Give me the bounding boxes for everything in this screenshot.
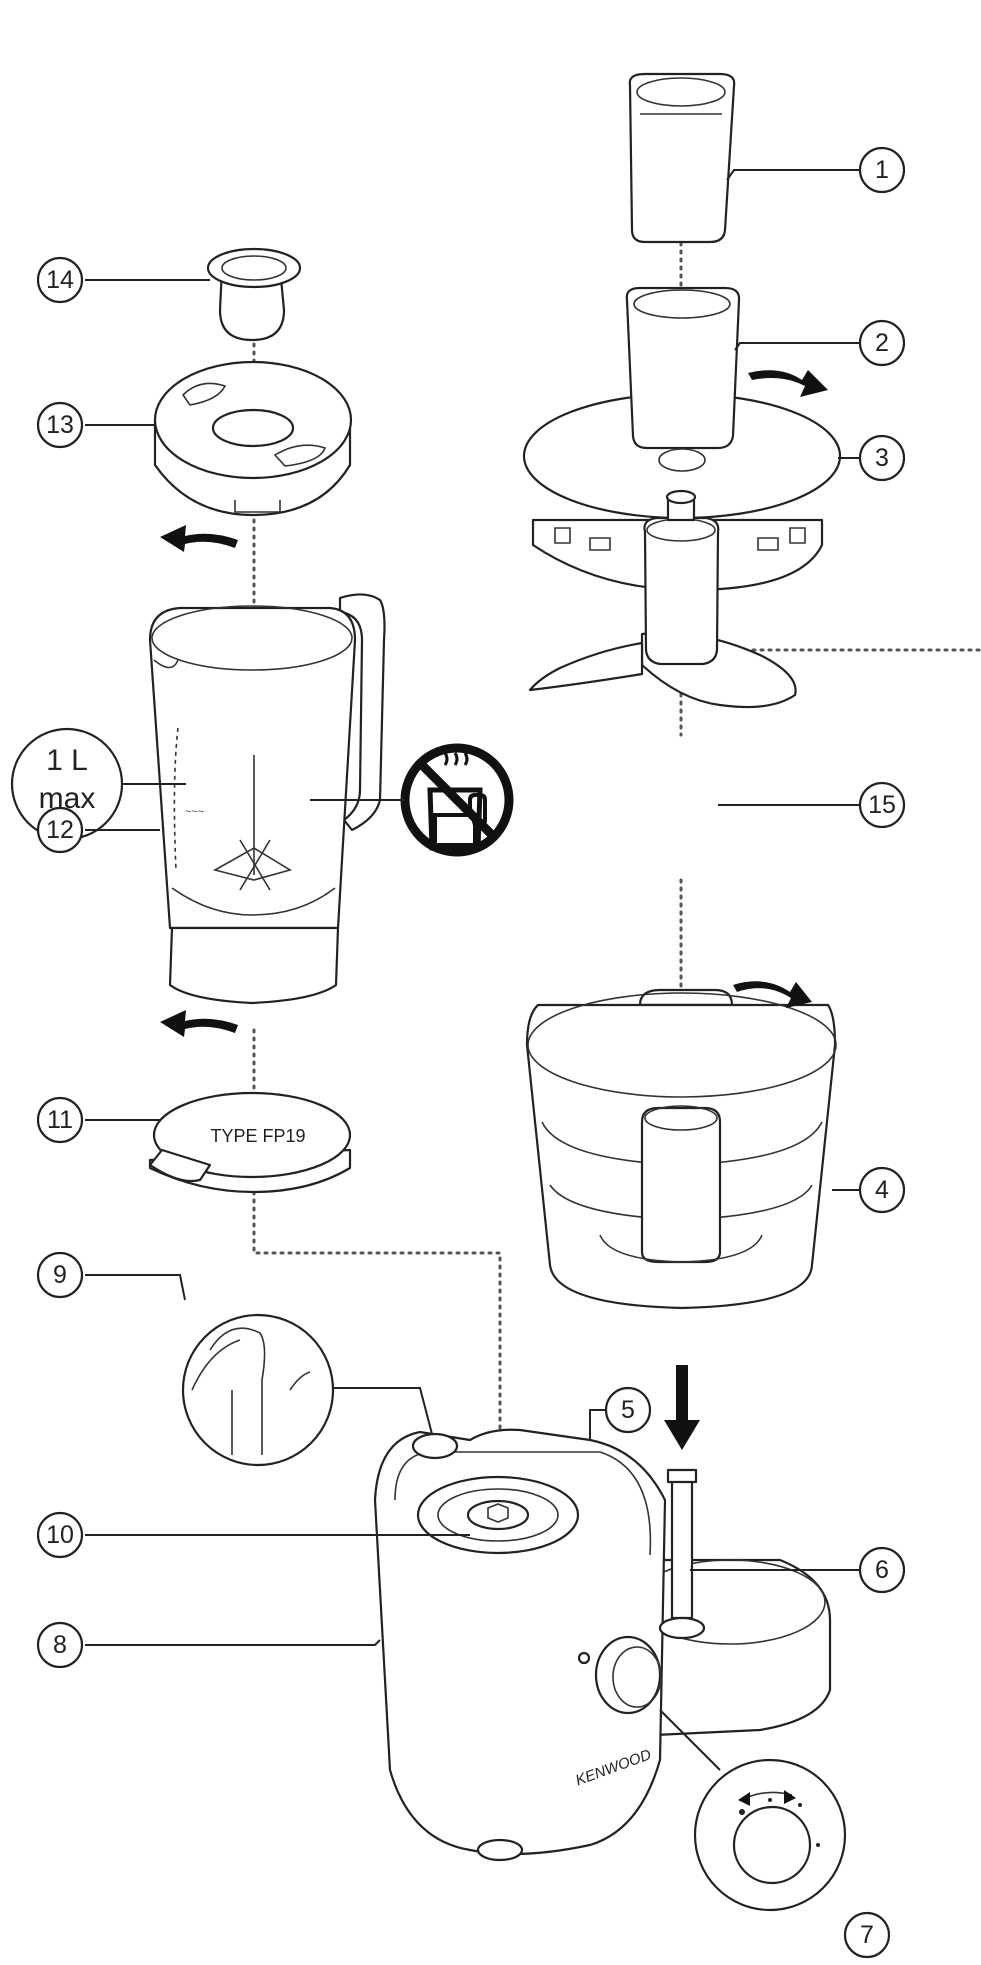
- pusher: [628, 72, 736, 244]
- arrow-bowl-down: [664, 1365, 700, 1450]
- svg-text:15: 15: [868, 791, 896, 819]
- svg-text:10: 10: [46, 1521, 74, 1549]
- callout-3: 3: [858, 434, 906, 482]
- svg-text:6: 6: [875, 1556, 889, 1584]
- callout-4: 4: [858, 1166, 906, 1214]
- callout-14: 14: [36, 256, 84, 304]
- blender-lid: [153, 360, 353, 517]
- safety-lock-inset: [181, 1313, 335, 1467]
- no-hot-liquids-icon: [310, 743, 514, 857]
- processor-bowl: [525, 988, 837, 1310]
- svg-text:13: 13: [46, 411, 74, 439]
- svg-text:5: 5: [621, 1396, 635, 1424]
- svg-text:9: 9: [53, 1261, 67, 1289]
- svg-text:12: 12: [46, 816, 74, 844]
- svg-text:2: 2: [875, 329, 889, 357]
- svg-text:~~~: ~~~: [185, 806, 204, 818]
- callout-1: 1: [858, 146, 906, 194]
- callout-11: 11: [36, 1096, 84, 1144]
- jug-base-plate: TYPE FP19: [148, 1091, 352, 1194]
- capacity-badge: 1 L max: [10, 727, 186, 841]
- callout-2: 2: [858, 319, 906, 367]
- arrow-blender-lid-rotate: [160, 525, 238, 552]
- svg-text:11: 11: [47, 1106, 73, 1134]
- callout-13: 13: [36, 401, 84, 449]
- callout-5: 5: [604, 1386, 652, 1434]
- svg-text:14: 14: [46, 266, 74, 294]
- callout-6: 6: [858, 1546, 906, 1594]
- callout-10: 10: [36, 1511, 84, 1559]
- leader-lines: [85, 169, 866, 1646]
- speed-dial-inset: [659, 1709, 847, 1912]
- blender-jug: ~~~: [148, 593, 386, 1005]
- svg-text:1: 1: [875, 156, 889, 184]
- svg-text:4: 4: [875, 1176, 889, 1204]
- rotation-arrows: [160, 370, 828, 1450]
- arrow-lid-rotate: [748, 370, 828, 397]
- callout-12: 12: [36, 806, 84, 854]
- callout-15: 15: [858, 781, 906, 829]
- chopping-blade: [528, 489, 797, 709]
- type-label: TYPE FP19: [210, 1126, 305, 1146]
- capacity-line1: 1 L: [46, 744, 88, 777]
- arrow-jug-base-rotate: [160, 1010, 238, 1037]
- callout-7: 7: [843, 1911, 891, 1959]
- callout-9: 9: [36, 1251, 84, 1299]
- filler-cap: [206, 247, 302, 342]
- callout-8: 8: [36, 1621, 84, 1669]
- svg-text:7: 7: [860, 1921, 874, 1949]
- svg-text:3: 3: [875, 444, 889, 472]
- svg-text:8: 8: [53, 1631, 67, 1659]
- arrow-bowl-rotate: [733, 981, 812, 1008]
